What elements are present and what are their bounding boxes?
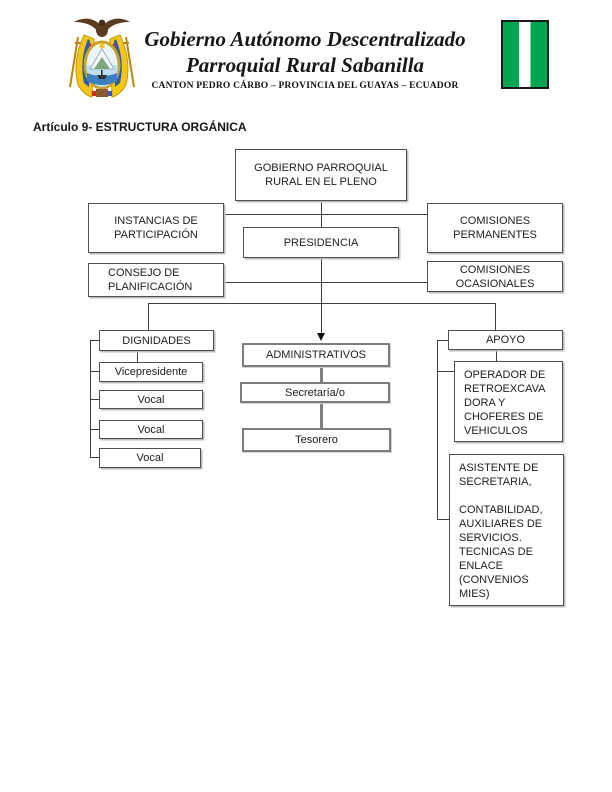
org-node-consejo-label: CONSEJO DE PLANIFICACIÓN [108,267,193,293]
header-title-block: Gobierno Autónomo Descentralizado Parroq… [140,26,470,91]
org-node-dignidades: DIGNIDADES [99,330,214,351]
org-node-instancias-label: INSTANCIAS DE PARTICIPACIÓN [114,215,198,241]
connector-drop-dignidades [148,303,150,330]
connector-secretaria-tesorero [320,402,323,428]
bracket-left-tick-vocal1 [90,399,99,401]
header-title-line2: Parroquial Rural Sabanilla [185,53,425,77]
bracket-left-tick-dignidades [90,340,99,342]
connector-drop-apoyo [495,303,497,330]
bracket-right-tick-operador [437,371,454,373]
org-node-operador-label: OPERADOR DE RETROEXCAVA DORA Y CHOFERES … [464,369,546,437]
org-node-secretaria-label: Secretaría/o [285,386,345,399]
connector-row1-horizontal [224,214,427,216]
org-node-asistente-secretaria: ASISTENTE DE SECRETARIA, CONTABILIDAD, A… [449,454,564,606]
org-node-dignidades-label: DIGNIDADES [122,334,191,347]
org-node-gobierno-pleno-label: GOBIERNO PARROQUIAL RURAL EN EL PLENO [254,162,388,188]
org-node-comisiones-ocasionales-label: COMISIONES OCASIONALES [455,263,535,290]
org-node-vicepresidente-label: Vicepresidente [114,366,188,378]
org-node-comisiones-permanentes: COMISIONES PERMANENTES [427,203,563,253]
org-node-tesorero: Tesorero [242,428,391,452]
connector-administrativos-secretaria [320,366,323,382]
header-subtitle: CANTON PEDRO CÁRBO – PROVINCIA DEL GUAYA… [151,81,459,91]
org-node-comisiones-permanentes-label: COMISIONES PERMANENTES [453,215,537,241]
org-node-vocal-3: Vocal [99,448,201,468]
org-node-secretaria: Secretaría/o [240,382,390,403]
org-node-asistente-label: ASISTENTE DE SECRETARIA, CONTABILIDAD, A… [459,462,543,600]
org-node-tesorero-label: Tesorero [295,434,338,446]
org-node-instancias-participacion: INSTANCIAS DE PARTICIPACIÓN [88,203,224,253]
org-node-vocal-2: Vocal [99,420,203,439]
org-node-presidencia-label: PRESIDENCIA [283,236,359,249]
bracket-left-tick-vocal2 [90,429,99,431]
connector-presidencia-down [321,257,323,303]
org-node-administrativos-label: ADMINISTRATIVOS [265,349,367,361]
org-node-apoyo-label: APOYO [485,334,526,346]
connector-dignidades-vicepresidente [137,351,139,362]
org-node-vocal-1: Vocal [99,390,203,409]
org-node-operador-retroexcavadora: OPERADOR DE RETROEXCAVA DORA Y CHOFERES … [454,361,563,442]
arrow-down-icon [317,333,325,341]
org-node-presidencia: PRESIDENCIA [243,227,399,258]
org-node-vocal-2-label: Vocal [137,423,165,436]
article-heading: Artículo 9- ESTRUCTURA ORGÁNICA [33,120,247,134]
connector-arrow-shaft [321,303,323,334]
org-node-gobierno-pleno: GOBIERNO PARROQUIAL RURAL EN EL PLENO [235,149,407,201]
org-node-apoyo: APOYO [448,330,563,350]
org-node-vocal-3-label: Vocal [136,452,164,464]
org-node-vocal-1-label: Vocal [137,393,165,406]
connector-row2-horizontal [224,282,427,284]
bracket-left-tick-vicepresidente [90,371,99,373]
org-node-comisiones-ocasionales: COMISIONES OCASIONALES [427,261,563,292]
bracket-right-tick-asistente [437,519,449,521]
ecuador-coat-of-arms-icon [69,18,135,98]
bracket-right-tick-apoyo [437,340,448,342]
org-node-vicepresidente: Vicepresidente [99,362,203,382]
org-node-administrativos: ADMINISTRATIVOS [242,343,390,367]
green-white-green-flag-icon [501,20,549,89]
connector-apoyo-operador [496,350,498,361]
header-title-line1: Gobierno Autónomo Descentralizado [144,27,466,51]
bracket-left-tick-vocal3 [90,457,99,459]
org-node-consejo-planificacion: CONSEJO DE PLANIFICACIÓN [88,263,224,297]
bracket-right-vertical [437,340,439,520]
